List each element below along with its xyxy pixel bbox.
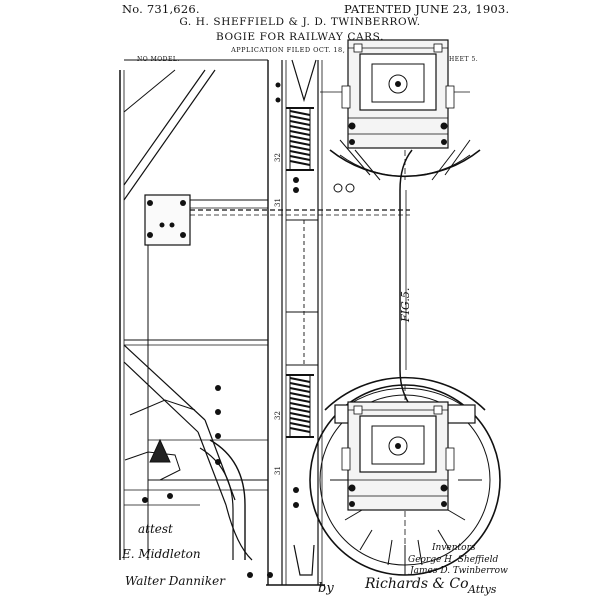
- column-bolts: [247, 82, 299, 578]
- patent-number: No. 731,626.: [122, 2, 200, 16]
- inventors-line: G. H. SHEFFIELD & J. D. TWINBERROW.: [179, 16, 421, 28]
- by-label: by: [318, 581, 334, 596]
- ref-label-31-upper: 31: [274, 198, 282, 207]
- attys-label: Attys: [467, 583, 497, 596]
- inventors-heading: Inventors: [431, 543, 476, 553]
- ref-label-31-lower: 31: [274, 466, 282, 475]
- patented-date: PATENTED JUNE 23, 1903.: [344, 2, 510, 16]
- left-frame-truss: [119, 59, 268, 561]
- bolster-column: [266, 59, 325, 586]
- side-frame: [399, 149, 413, 409]
- figure-label: FIG.5.: [399, 288, 412, 323]
- witness-signature-2: Walter Danniker: [125, 574, 226, 588]
- inventor-signature-1: George H. Sheffield: [408, 555, 499, 565]
- frame-rivets: [142, 200, 221, 503]
- witness-signature-1: E. Middleton: [121, 547, 201, 561]
- attorney-signature: Richards & Co: [364, 576, 469, 592]
- inventor-signature-2: James D. Twinberrow: [408, 566, 508, 576]
- application-filed: APPLICATION FILED OCT. 18, 1901.: [231, 46, 369, 54]
- wheel-lower: [309, 376, 501, 576]
- ref-label-32-lower: 32: [274, 411, 282, 420]
- attest-label: attest: [138, 522, 173, 536]
- ref-label-32-upper: 32: [274, 153, 282, 162]
- patent-title: BOGIE FOR RAILWAY CARS.: [215, 31, 385, 43]
